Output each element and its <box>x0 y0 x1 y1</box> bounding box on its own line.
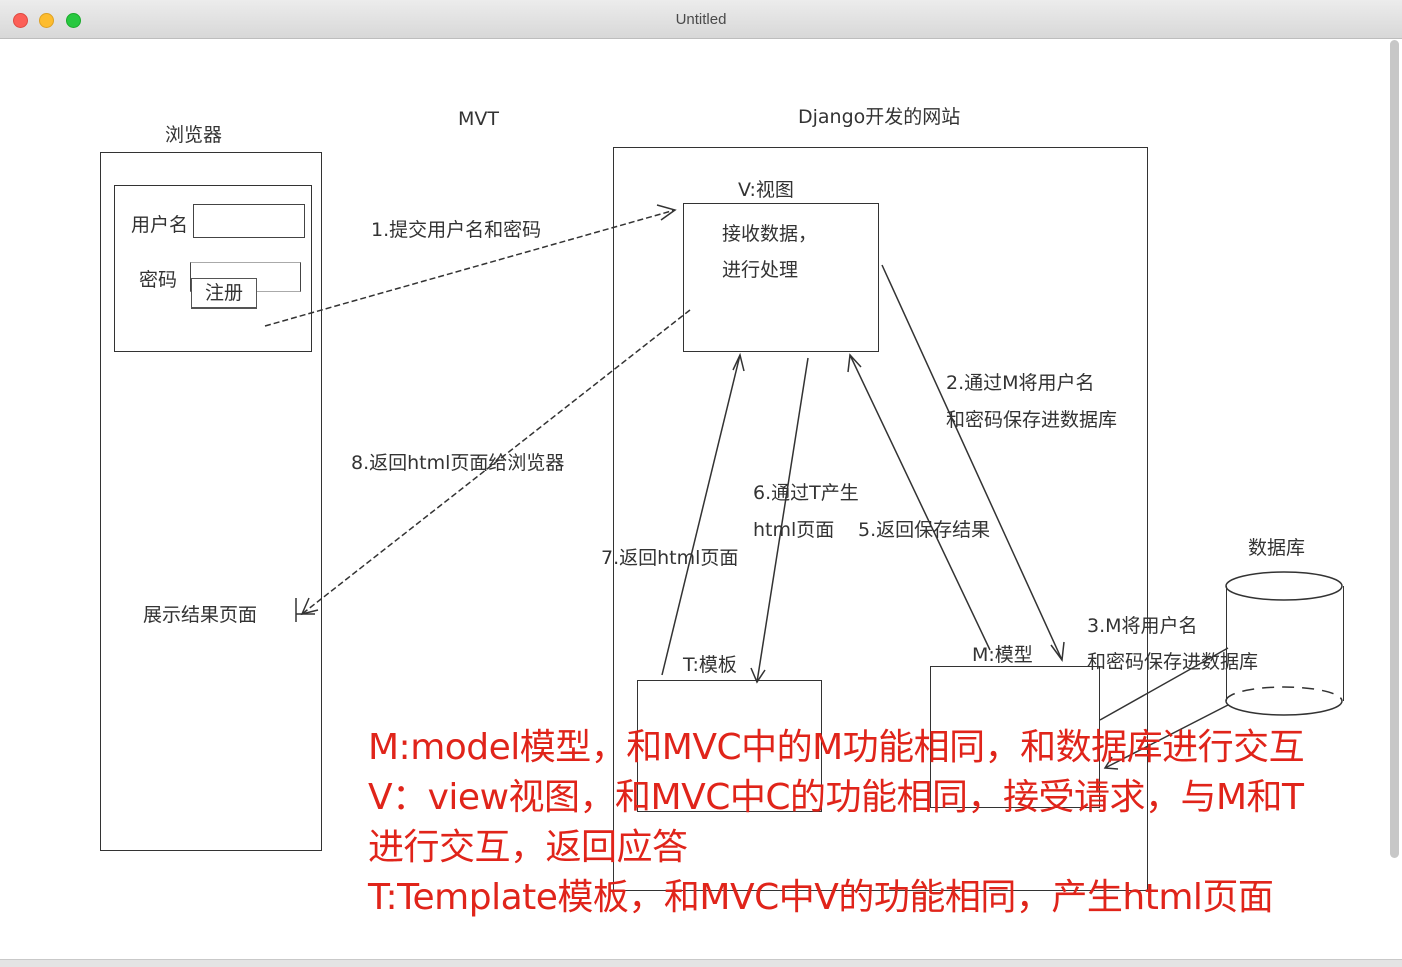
browser-title: 浏览器 <box>165 124 223 146</box>
window-title: Untitled <box>675 11 727 28</box>
view-title: V:视图 <box>738 179 794 201</box>
register-button[interactable]: 注册 <box>191 278 257 309</box>
note-view: V：view视图，和MVC中C的功能相同，接受请求，与M和T <box>368 777 1304 818</box>
note-view-cont: 进行交互，返回应答 <box>368 827 688 868</box>
step2-label-line1: 2.通过M将用户名 <box>946 372 1095 394</box>
username-field[interactable] <box>193 204 305 238</box>
step5-label: 5.返回保存结果 <box>858 519 991 541</box>
vertical-scrollbar[interactable] <box>1390 40 1399 858</box>
arrow-step6 <box>756 357 809 683</box>
site-title: Django开发的网站 <box>798 106 961 128</box>
step2-label-line2: 和密码保存进数据库 <box>946 409 1118 431</box>
mvt-label: MVT <box>458 108 499 130</box>
arrow-step8 <box>301 309 691 615</box>
arrowhead-step4 <box>1103 756 1119 770</box>
browser-box <box>100 152 322 851</box>
database-title: 数据库 <box>1248 537 1306 559</box>
arrow-step1 <box>264 209 676 327</box>
step6-label-line1: 6.通过T产生 <box>753 482 859 504</box>
password-label: 密码 <box>139 269 178 291</box>
result-page-label: 展示结果页面 <box>143 604 258 626</box>
login-form-box <box>114 185 312 352</box>
django-site-box <box>613 147 1148 891</box>
view-text-line2: 进行处理 <box>722 259 799 281</box>
window-titlebar: Untitled <box>0 0 1402 39</box>
step6-label-line2: html页面 <box>753 519 835 541</box>
view-text-line1: 接收数据， <box>722 223 818 245</box>
template-title: T:模板 <box>683 654 737 676</box>
result-page-marker <box>295 598 315 622</box>
step7-label: 7.返回html页面 <box>601 547 739 569</box>
database-cylinder <box>1226 586 1344 701</box>
username-label: 用户名 <box>131 214 189 236</box>
zoom-window-button[interactable] <box>66 13 81 28</box>
arrowhead-step7 <box>732 352 745 372</box>
arrow-step3 <box>1099 647 1229 721</box>
close-window-button[interactable] <box>13 13 28 28</box>
step3-label-line1: 3.M将用户名 <box>1087 615 1198 637</box>
database-top-ellipse <box>1225 571 1343 601</box>
notes-block: M:model模型，和MVC中的M功能相同，和数据库进行交互 V：view视图，… <box>368 723 1388 923</box>
arrow-step5 <box>849 354 991 651</box>
database-bottom-back-arc <box>1225 686 1343 702</box>
database-bottom-arc <box>1225 700 1343 716</box>
minimize-window-button[interactable] <box>39 13 54 28</box>
step3-label-line2: 和密码保存进数据库 <box>1087 651 1259 673</box>
arrow-step4 <box>1104 704 1229 769</box>
arrowhead-step2 <box>1050 641 1065 662</box>
arrow-step7 <box>661 354 741 676</box>
note-template: T:Template模板，和MVC中V的功能相同，产生html页面 <box>368 877 1274 918</box>
status-bar <box>0 959 1402 967</box>
model-title: M:模型 <box>972 644 1033 666</box>
model-box <box>930 666 1100 808</box>
arrow-step2 <box>881 264 1063 661</box>
arrowhead-step5 <box>847 353 862 373</box>
view-box <box>683 203 879 352</box>
arrowhead-step6 <box>750 667 766 684</box>
template-box <box>637 680 822 812</box>
step1-label: 1.提交用户名和密码 <box>371 219 542 241</box>
note-model: M:model模型，和MVC中的M功能相同，和数据库进行交互 <box>368 727 1305 768</box>
arrowhead-step1 <box>656 204 677 221</box>
step8-label: 8.返回html页面给浏览器 <box>351 452 565 474</box>
